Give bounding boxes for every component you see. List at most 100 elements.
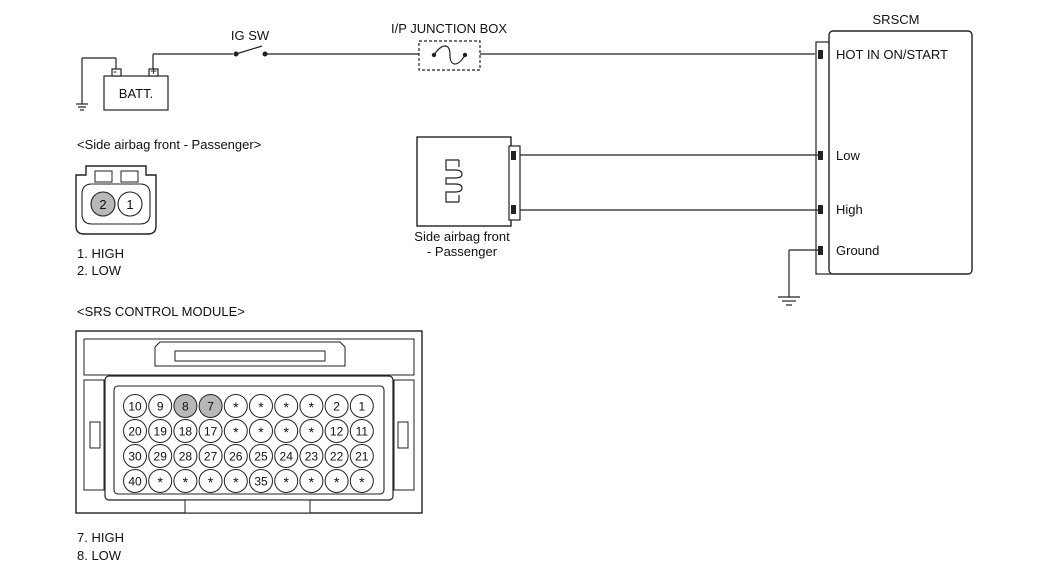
srs-pin-circle (324, 394, 349, 418)
battery-icon: - + BATT. (103, 58, 169, 111)
side-connector-pin-2: 2 (99, 197, 106, 212)
low-label: Low (836, 148, 860, 163)
side-airbag-unit: Side airbag front - Passenger (414, 136, 521, 259)
srs-module-legend-1: 7. HIGH (77, 530, 124, 545)
srs-pin-label: 29 (154, 450, 168, 464)
power-circuit: - + BATT. IG SW I/P JUNCTION BOX (76, 21, 815, 111)
srs-pin-label: * (283, 474, 289, 490)
srs-pin-circle (274, 394, 299, 418)
srs-pin-label: 21 (355, 450, 369, 464)
side-airbag-connector: 2 1 (75, 165, 157, 235)
srs-pin-label: * (258, 399, 264, 415)
srs-pin-circle (249, 469, 273, 493)
srs-pin-label: * (309, 399, 315, 415)
srs-pin-circle (148, 469, 173, 493)
srs-pin-circle (274, 444, 299, 468)
srs-pin-circle (173, 419, 198, 443)
srs-pin-label: 19 (154, 425, 168, 439)
srs-pin-circle (249, 419, 273, 443)
srs-pin-label: * (359, 474, 365, 490)
srs-pin-circle (198, 469, 223, 493)
srs-pin-label: * (334, 474, 340, 490)
srs-pin-circle (123, 419, 147, 443)
srs-pin-label: 28 (179, 450, 193, 464)
ground-label: Ground (836, 243, 879, 258)
battery-positive-label: + (150, 64, 157, 78)
srs-pin-circle (173, 394, 198, 418)
srs-pin-label: 2 (333, 400, 340, 414)
hot-in-label: HOT IN ON/START (836, 47, 948, 62)
srs-pin-circle (349, 394, 374, 418)
srs-pin-circle (299, 469, 324, 493)
srs-pin-label: 26 (229, 450, 243, 464)
srs-pin-circle (324, 469, 349, 493)
srs-pin-circle (223, 419, 248, 443)
srs-pin-label: 22 (330, 450, 344, 464)
side-connector-title: <Side airbag front - Passenger> (77, 137, 261, 152)
srs-pin-label: 23 (305, 450, 319, 464)
srs-pin-circle (274, 469, 299, 493)
srs-pin-label: 40 (128, 475, 142, 489)
srs-pin-label: * (157, 474, 163, 490)
srs-pin-circle (299, 419, 324, 443)
srs-pin-label: 1 (358, 400, 365, 414)
srs-pin-circle (198, 444, 223, 468)
srs-pin-circle (148, 419, 173, 443)
srscm-module: SRSCM HOT IN ON/START Low High Ground (815, 12, 973, 275)
srs-pin-label: 20 (128, 425, 142, 439)
ground-terminal (818, 246, 823, 255)
battery-ground-icon (76, 57, 116, 111)
low-terminal (818, 151, 823, 160)
side-airbag-label-line2: - Passenger (427, 244, 498, 259)
side-airbag-label-line1: Side airbag front (414, 229, 510, 244)
battery-label: BATT. (119, 86, 153, 101)
srs-pin-circle (148, 444, 173, 468)
srs-pin-circle (123, 469, 147, 493)
srs-pin-label: * (309, 474, 315, 490)
ignition-switch-icon: IG SW (231, 28, 270, 57)
srs-pin-label: 25 (254, 450, 268, 464)
srs-pin-circle (274, 419, 299, 443)
srs-pin-label: 30 (128, 450, 142, 464)
srs-pin-label: * (283, 399, 289, 415)
srs-pin-label: 12 (330, 425, 344, 439)
srs-pin-circle (299, 394, 324, 418)
srs-pin-label: 8 (182, 400, 189, 414)
srs-pin-circle (349, 444, 374, 468)
srs-pin-circle (223, 394, 248, 418)
battery-negative-label: - (113, 64, 117, 78)
side-connector-pin-1: 1 (126, 197, 133, 212)
srscm-label: SRSCM (873, 12, 920, 27)
srs-pin-label: * (208, 474, 214, 490)
srs-pin-circle (223, 444, 248, 468)
srs-pin-circle (324, 444, 349, 468)
srscm-ground-icon (778, 249, 818, 306)
srs-pin-label: 35 (254, 475, 268, 489)
srs-pin-label: 9 (157, 400, 164, 414)
srs-pin-label: * (183, 474, 189, 490)
srs-module-legend-2: 8. LOW (77, 548, 122, 563)
srs-module-title: <SRS CONTROL MODULE> (77, 304, 245, 319)
fuse-icon: I/P JUNCTION BOX (391, 21, 507, 71)
srs-pin-label: 18 (179, 425, 193, 439)
srs-pin-circle (223, 469, 248, 493)
srs-pin-circle (198, 394, 223, 418)
srs-pin-circle (173, 469, 198, 493)
srs-pin-circle (249, 444, 273, 468)
srs-pin-label: * (233, 474, 239, 490)
srs-pin-circle (123, 394, 147, 418)
junction-box-label: I/P JUNCTION BOX (391, 21, 507, 36)
srs-pin-circle (349, 469, 374, 493)
srs-pin-label: * (309, 424, 315, 440)
hot-in-terminal (818, 50, 823, 59)
srs-pin-circle (148, 394, 173, 418)
srs-pin-circle (349, 419, 374, 443)
srs-pin-label: 24 (280, 450, 294, 464)
srs-pin-circle (324, 419, 349, 443)
srs-pin-label: 10 (128, 400, 142, 414)
srs-pin-label: * (233, 399, 239, 415)
srs-pin-label: 7 (207, 400, 214, 414)
srs-pin-label: * (283, 424, 289, 440)
